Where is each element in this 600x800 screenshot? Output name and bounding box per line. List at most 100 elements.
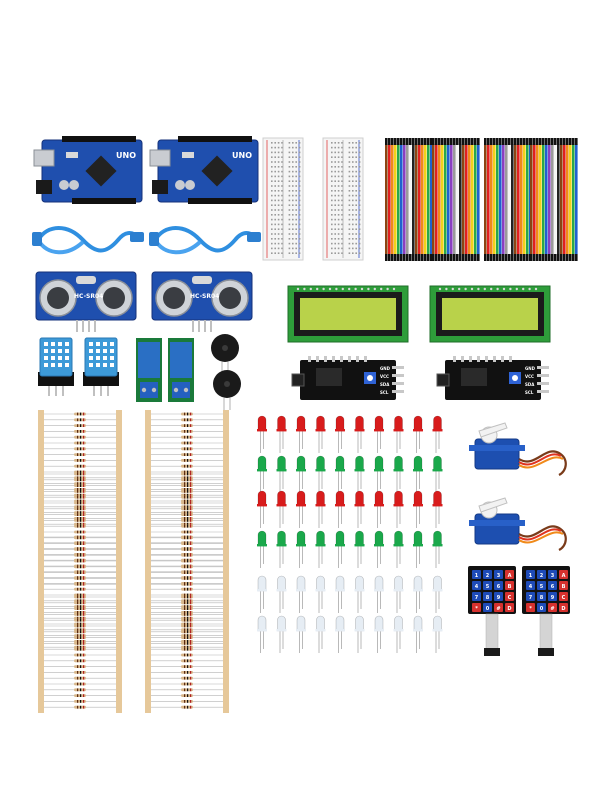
jumper-wire <box>459 144 462 254</box>
jumper-wire <box>511 144 514 254</box>
hole <box>292 238 294 240</box>
buzzer <box>213 370 241 410</box>
hole <box>274 199 276 202</box>
keypad-key <box>472 592 481 601</box>
hole <box>334 214 336 216</box>
hole <box>274 209 276 211</box>
led <box>315 455 326 493</box>
resistor-band <box>187 705 189 709</box>
led-white <box>257 575 267 592</box>
relay-modules <box>136 338 194 402</box>
hole <box>355 151 357 154</box>
resistor-band <box>77 412 79 416</box>
resistor-band <box>190 640 192 643</box>
resistor-band <box>77 501 79 505</box>
resistor-band <box>184 671 186 674</box>
jumper-pin <box>502 254 505 261</box>
hole <box>274 190 276 192</box>
jumper-wire <box>493 144 496 254</box>
jumper-wire <box>514 144 517 254</box>
resistor-band <box>80 640 82 643</box>
resistor-band <box>190 507 192 511</box>
resistor-band <box>184 464 186 468</box>
hole <box>337 228 340 230</box>
resistor-band <box>83 640 85 643</box>
jumper-wire <box>447 144 450 254</box>
resistor-band <box>83 470 85 474</box>
resistor-band <box>184 613 186 616</box>
expander-chip <box>461 368 487 386</box>
led-green <box>257 455 267 472</box>
resistor-band <box>187 482 189 485</box>
led-rim <box>315 589 326 592</box>
hole <box>271 166 273 168</box>
jumper-pin <box>526 138 529 145</box>
lcd-pad <box>373 287 376 291</box>
keypad-key-label: A <box>562 573 566 579</box>
i2c-pin <box>485 356 488 362</box>
i2c-pin <box>340 356 343 362</box>
resistor-band <box>83 459 85 462</box>
resistor-band <box>83 645 85 649</box>
crystal <box>182 152 194 158</box>
resistor-band <box>83 593 85 597</box>
usb-plug <box>32 232 42 246</box>
led-green <box>433 530 442 547</box>
resistor-band <box>184 659 186 663</box>
resistor-band <box>184 611 186 614</box>
resistor-band <box>77 577 79 580</box>
jumper-pin <box>453 254 456 261</box>
buzzers <box>211 334 241 410</box>
jumper-pin <box>391 254 394 261</box>
resistor-band <box>187 559 189 563</box>
hole <box>358 194 361 197</box>
keypad-key-label: 0 <box>486 606 490 612</box>
resistor-band <box>77 507 79 511</box>
lcd-pad <box>341 287 344 291</box>
jumper-wire <box>412 144 415 254</box>
keypad-key-label: 7 <box>529 595 533 601</box>
jumper-wire <box>453 144 456 254</box>
led-green <box>257 530 267 547</box>
resistor-band <box>184 453 186 456</box>
jumper-wire <box>484 144 487 254</box>
hole <box>341 161 343 163</box>
resistor-band <box>83 493 85 497</box>
dht-pin <box>107 386 109 396</box>
hole <box>288 175 291 178</box>
led-rim <box>276 469 287 472</box>
sensor-pin <box>76 320 78 332</box>
lcd-pad <box>534 287 538 291</box>
resistor-band <box>184 484 186 487</box>
relay-module <box>136 338 162 402</box>
resistor-band <box>80 484 82 487</box>
hole <box>288 233 291 235</box>
hole <box>355 170 357 173</box>
keypad-key <box>483 603 492 612</box>
resistor-band <box>190 705 192 709</box>
led-rim <box>276 629 287 632</box>
hole <box>348 194 351 197</box>
terminal-screw <box>183 387 189 393</box>
led-rim <box>354 469 365 472</box>
jumper-pin <box>526 254 529 261</box>
resistor-band <box>187 505 189 509</box>
resistor-band <box>80 447 82 451</box>
jumper-pin <box>430 138 433 145</box>
jumper-wire <box>471 144 474 254</box>
hole <box>271 204 273 206</box>
jumper-pin <box>432 138 435 145</box>
led <box>296 415 306 453</box>
jumper-wire <box>569 144 572 254</box>
uno-board: UNO <box>33 136 143 204</box>
hole <box>348 204 351 206</box>
resistor-band <box>77 624 79 628</box>
jumper-pin <box>397 254 400 261</box>
hole <box>271 161 273 163</box>
ribbon-cable <box>539 613 553 651</box>
resistor-band <box>190 524 192 528</box>
led-green <box>355 530 364 547</box>
resistor-band <box>80 694 82 697</box>
